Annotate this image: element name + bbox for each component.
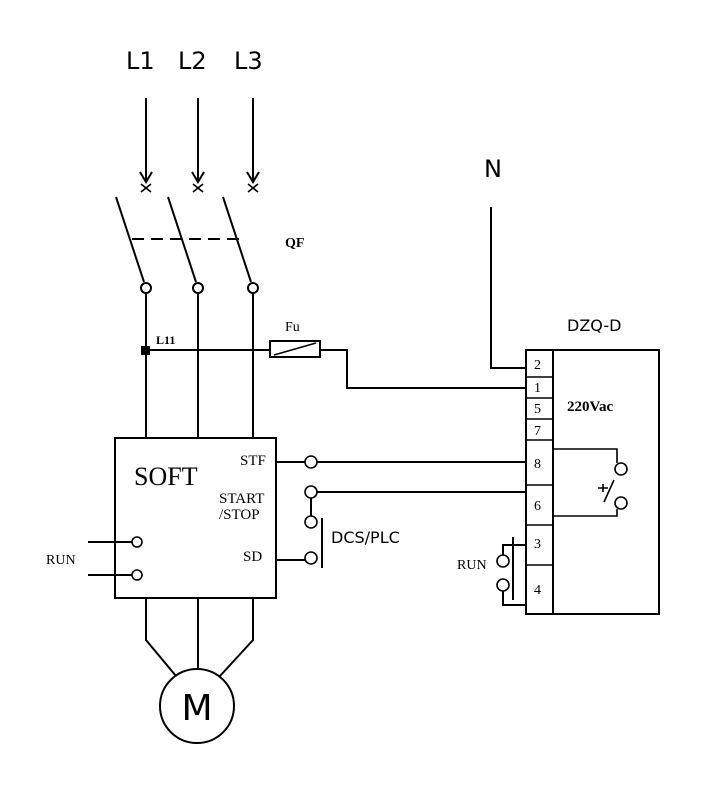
relay-run-label: RUN xyxy=(457,558,487,573)
breaker-qf xyxy=(115,196,259,294)
soft-run-inputs xyxy=(88,536,143,581)
fuse-to-terminal1-wire xyxy=(320,349,526,389)
terminal-6: 6 xyxy=(534,499,541,514)
phase-lines xyxy=(145,293,254,438)
relay-terminals: 2 1 5 7 8 6 3 4 xyxy=(534,358,541,598)
motor-label: M xyxy=(181,688,212,729)
relay-run-contact xyxy=(496,537,526,606)
stf-wire xyxy=(276,455,526,469)
terminal-3: 3 xyxy=(534,537,541,552)
soft-starter-title: SOFT xyxy=(134,462,198,491)
dcs-plc-label: DCS/PLC xyxy=(331,528,400,547)
breaker-label: QF xyxy=(285,236,304,251)
node-label: L11 xyxy=(156,333,175,347)
terminal-7: 7 xyxy=(534,424,541,439)
relay-internal-contact xyxy=(553,448,628,517)
terminal-1: 1 xyxy=(534,381,541,396)
phase-l2-label: L2 xyxy=(178,47,207,75)
terminal-5: 5 xyxy=(534,402,541,417)
stf-label: STF xyxy=(240,453,266,469)
relay-title: DZQ-D xyxy=(567,316,621,335)
relay-module xyxy=(525,349,660,615)
start-stop-label-2: /STOP xyxy=(219,507,260,523)
phase-l3-label: L3 xyxy=(234,47,263,75)
sd-label: SD xyxy=(243,549,262,565)
motor-wires xyxy=(145,598,254,677)
neutral-label: N xyxy=(484,155,502,183)
fuse-label: Fu xyxy=(285,320,300,335)
sd-dcs-contact xyxy=(276,518,323,568)
start-stop-wire xyxy=(304,485,526,529)
neutral-wire xyxy=(490,207,526,369)
soft-run-label: RUN xyxy=(46,553,76,568)
node-l11 xyxy=(141,346,150,355)
phase-arrows xyxy=(139,98,260,193)
soft-starter xyxy=(114,437,277,599)
phase-l1-label: L1 xyxy=(126,47,155,75)
terminal-2: 2 xyxy=(534,358,541,373)
terminal-4: 4 xyxy=(534,583,541,598)
fuse-fu xyxy=(269,340,321,358)
relay-voltage: 220Vac xyxy=(567,399,613,415)
start-stop-label-1: START xyxy=(219,491,264,507)
terminal-8: 8 xyxy=(534,457,541,472)
motor xyxy=(159,668,235,744)
